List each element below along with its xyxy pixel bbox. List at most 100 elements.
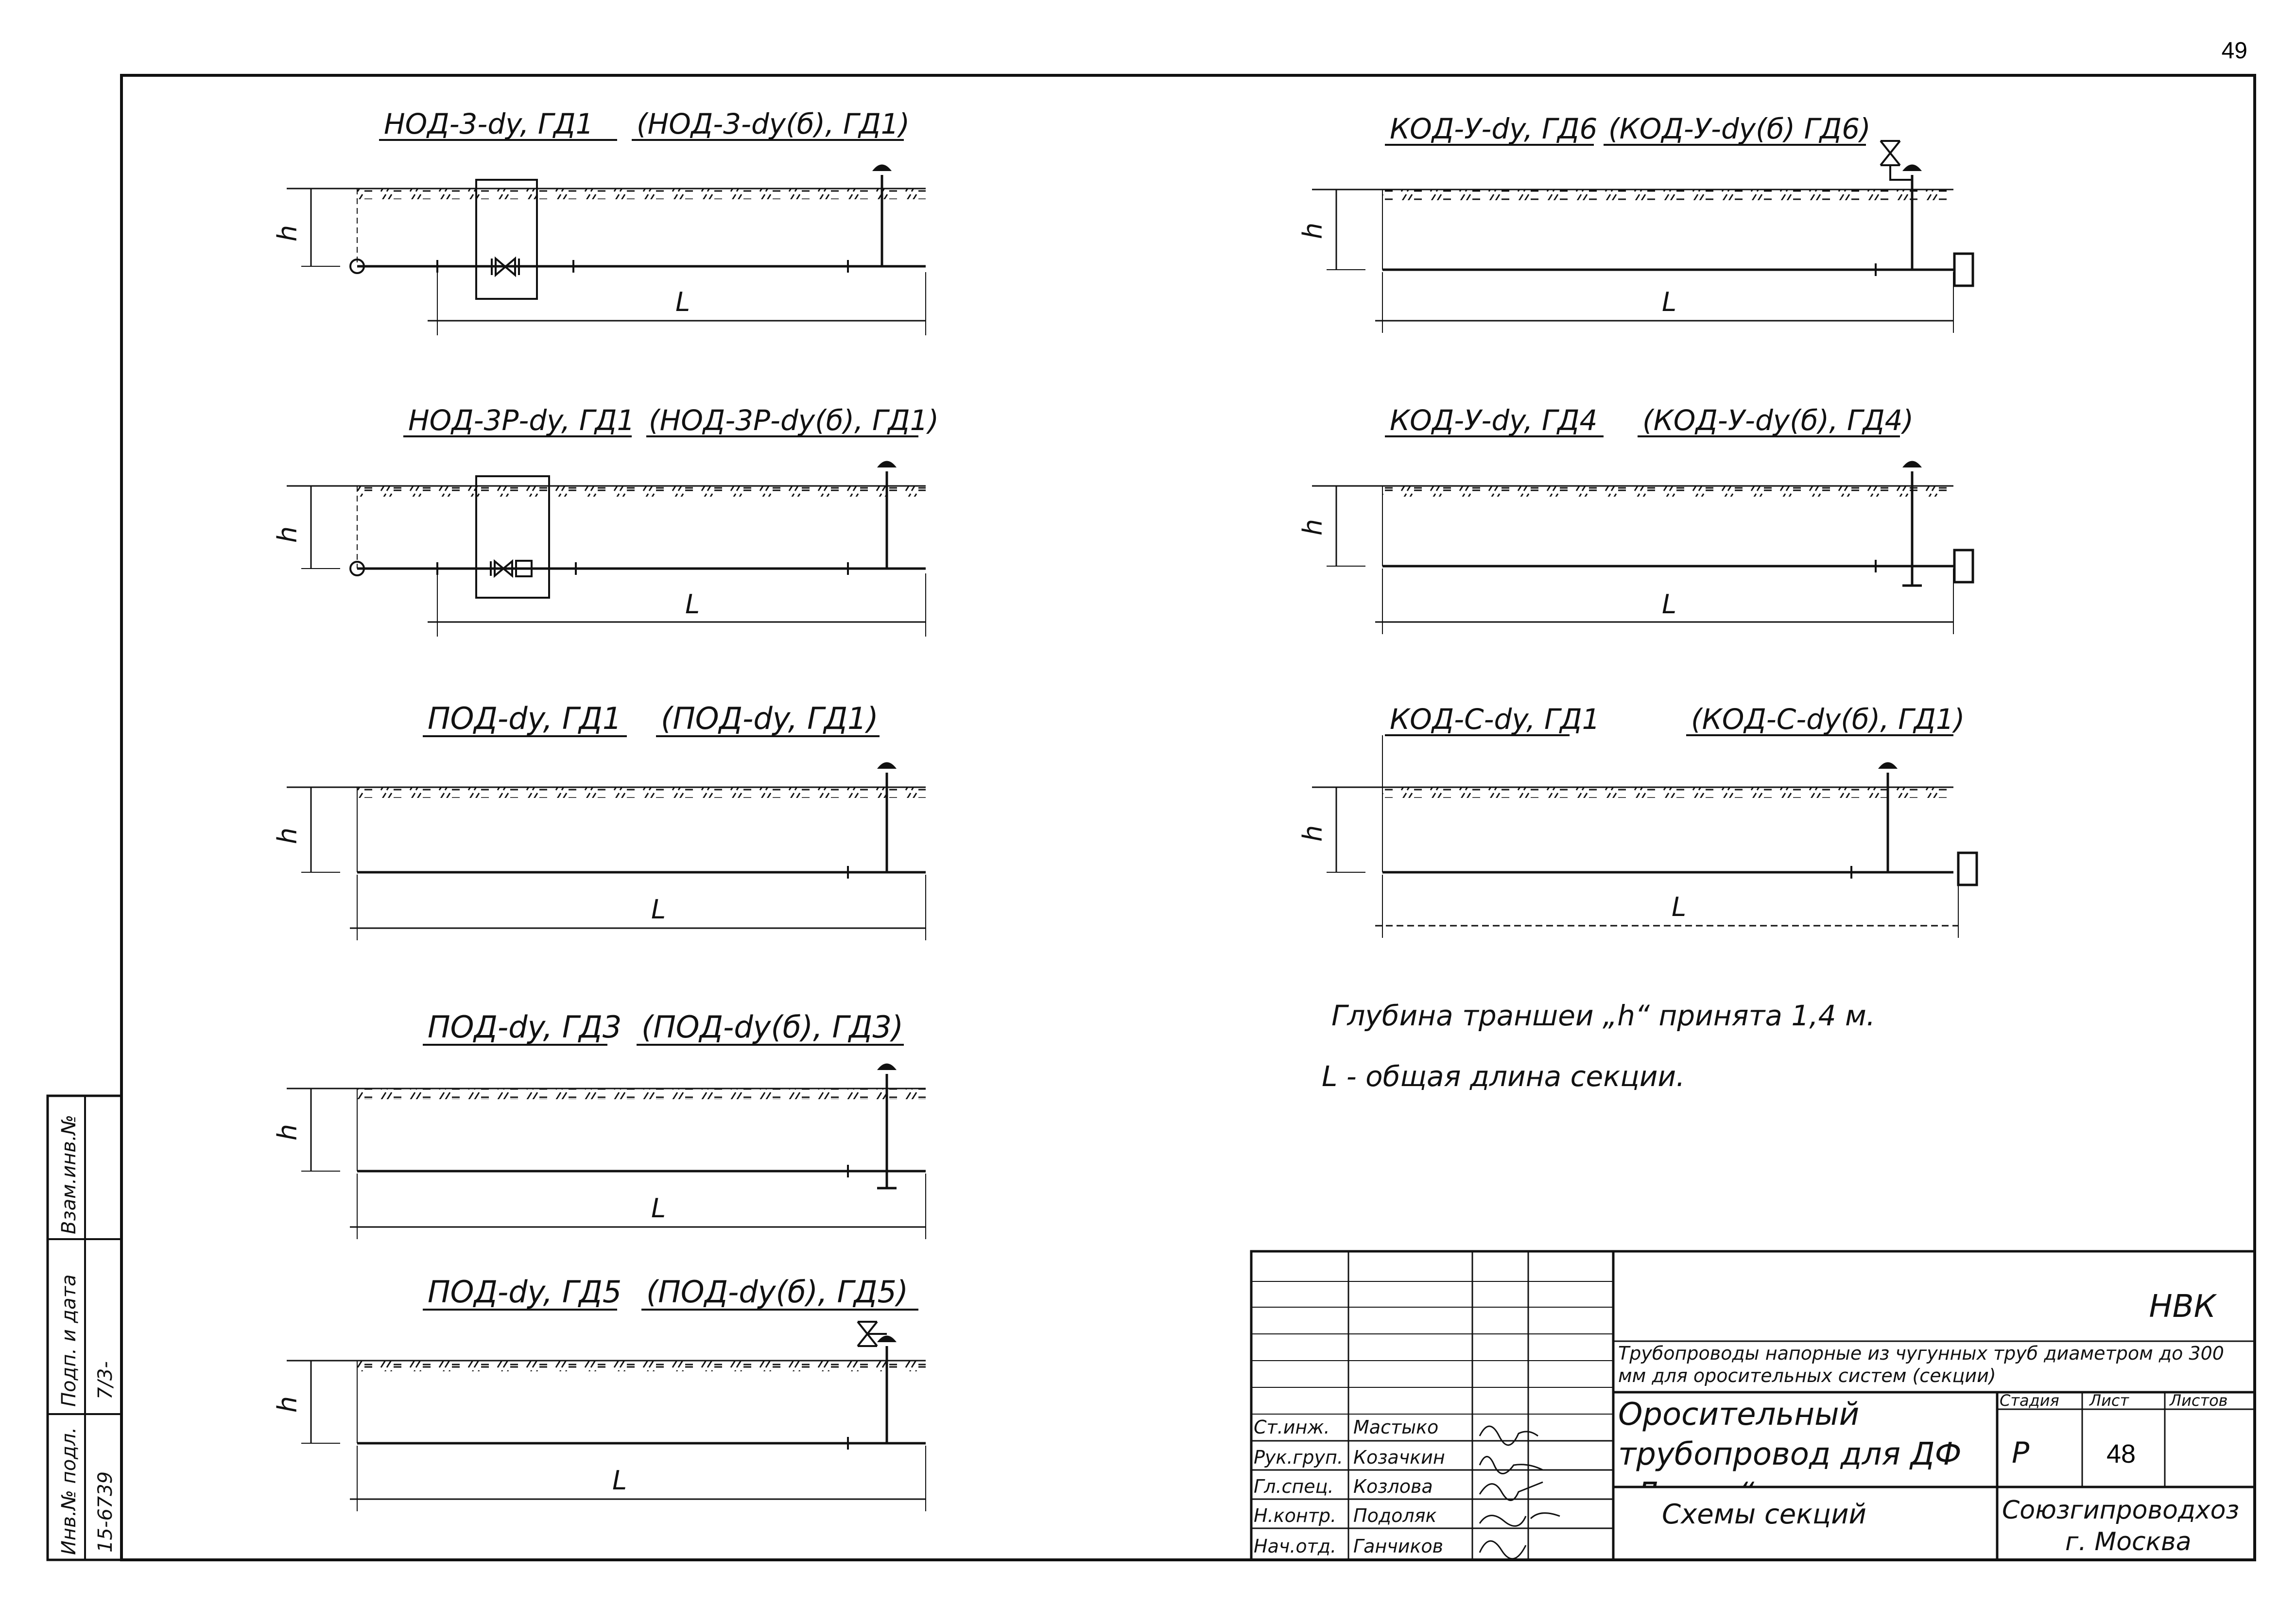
connection-node-icon (349, 561, 365, 576)
tb-city: г. Москва (2065, 1527, 2192, 1556)
gate-valve-icon (490, 559, 513, 578)
note-trench-depth: Глубина траншеи „h“ принята 1,4 м. (1331, 999, 1875, 1032)
section-alt-title: (КОД-У-dy(б) ГД6) (1608, 112, 1871, 145)
section-title: КОД-С-dy, ГД1 (1390, 703, 1600, 736)
section-kod-s-gd1: КОД-С-dy, ГД1 (КОД-С-dy(б), ГД1) h L (1297, 703, 1978, 938)
section-alt-title: (НОД-3-dy(б), ГД1) (637, 107, 910, 140)
section-alt-title: (КОД-У-dy(б), ГД4) (1642, 404, 1914, 437)
section-kod-u-gd6: КОД-У-dy, ГД6 (КОД-У-dy(б) ГД6) h L (1297, 112, 1974, 333)
section-alt-title: (НОД-3Р-dy(б), ГД1) (649, 404, 939, 437)
signature-scribble (1479, 1425, 1538, 1446)
title-block: НВК Трубопроводы напорные из чугунных тр… (1250, 1250, 2256, 1561)
sig-role: Рук.груп. (1254, 1447, 1343, 1468)
dim-l-label: L (1662, 287, 1676, 317)
ground-hatch (357, 1361, 926, 1371)
dim-h-label: h (272, 1124, 303, 1140)
hydrant-icon (877, 461, 897, 467)
tb-stage: Р (2012, 1436, 2030, 1470)
tb-sheets-header: Листов (2169, 1391, 2228, 1410)
tb-stage-header: Стадия (2000, 1391, 2059, 1410)
ground-hatch (357, 1089, 926, 1099)
section-pod-gd5: ПОД-dy, ГД5 (ПОД-dy(б), ГД5) h L (272, 1274, 926, 1511)
hydrant-icon (1902, 461, 1922, 467)
end-cap-icon (1953, 549, 1974, 584)
sig-role: Ст.инж. (1254, 1417, 1330, 1438)
tb-project: Оросительный трубопровод для ДФ „Днепр“ (1618, 1397, 1962, 1487)
section-title: ПОД-dy, ГД3 (428, 1009, 621, 1045)
signature-scribble (1479, 1540, 1527, 1560)
stamp-replace-label: Взам.инв.№ (58, 1115, 80, 1234)
section-kod-u-gd4: КОД-У-dy, ГД4 (КОД-У-dy(б), ГД4) h L (1297, 404, 1974, 634)
section-alt-title: (КОД-С-dy(б), ГД1) (1691, 703, 1965, 736)
page-number: 49 (2222, 38, 2247, 64)
ground-hatch (357, 189, 926, 199)
dim-h-label: h (1297, 825, 1328, 842)
dim-l-label: L (1672, 892, 1686, 922)
dim-l-label: L (685, 589, 700, 620)
well-chamber (475, 179, 538, 300)
ground-hatch (357, 787, 926, 798)
sig-name: Козачкин (1353, 1447, 1445, 1468)
hydrant-icon (877, 1063, 897, 1070)
tb-sheet-title: Схемы секций (1662, 1499, 1866, 1530)
section-pod-gd3: ПОД-dy, ГД3 (ПОД-dy(б), ГД3) h L (272, 1009, 926, 1239)
hydrant-icon (1902, 164, 1922, 171)
signature-scribble (1479, 1481, 1543, 1501)
dim-l-label: L (675, 287, 690, 317)
dim-l-label: L (612, 1465, 627, 1496)
tb-description: Трубопроводы напорные из чугунных труб д… (1618, 1343, 2224, 1386)
section-alt-title: (ПОД-dy, ГД1) (661, 701, 879, 736)
stamp-sign-value: 7/3- (94, 1361, 117, 1400)
sig-name: Ганчиков (1353, 1536, 1443, 1557)
section-title: КОД-У-dy, ГД4 (1390, 404, 1597, 437)
sig-role: Н.контр. (1254, 1505, 1336, 1526)
dim-l-label: L (651, 1193, 666, 1224)
section-title: КОД-У-dy, ГД6 (1390, 112, 1597, 145)
ground-hatch (1382, 787, 1953, 798)
tb-sheet: 48 (2106, 1439, 2136, 1469)
drawing-frame (120, 74, 2256, 1561)
dim-h-label: h (272, 828, 303, 844)
end-cap-icon (1953, 252, 1974, 287)
section-pod-gd1: ПОД-dy, ГД1 (ПОД-dy, ГД1) h L (272, 701, 926, 940)
sig-name: Подоляк (1353, 1505, 1436, 1526)
section-nod-3r: НОД-3Р-dy, ГД1 (НОД-3Р-dy(б), ГД1) h L (272, 404, 939, 637)
dim-h-label: h (1297, 223, 1328, 239)
sig-name: Мастыко (1353, 1417, 1438, 1438)
ground-hatch (357, 486, 926, 497)
section-title: НОД-3Р-dy, ГД1 (408, 404, 635, 437)
signature-scribble (1479, 1456, 1543, 1474)
end-cap-icon (1957, 851, 1978, 886)
dim-h-label: h (1297, 519, 1328, 536)
sig-role: Гл.спец. (1254, 1476, 1334, 1497)
dim-l-label: L (1662, 589, 1676, 620)
tb-code: НВК (2149, 1289, 2217, 1325)
dim-h-label: h (272, 225, 303, 242)
section-title: НОД-3-dy, ГД1 (384, 107, 593, 140)
regulator-icon (515, 560, 533, 577)
sig-name: Козлова (1353, 1476, 1433, 1497)
connection-node-icon (349, 259, 365, 274)
hydrant-icon (872, 164, 892, 171)
hydrant-icon (1878, 762, 1898, 769)
section-alt-title: (ПОД-dy(б), ГД3) (641, 1009, 903, 1045)
hydrant-icon (877, 1335, 897, 1342)
well-chamber (475, 475, 550, 599)
stamp-sign-label: Подп. и дата (58, 1275, 80, 1407)
tb-sheet-header: Лист (2089, 1391, 2129, 1410)
dim-h-label: h (272, 1396, 303, 1413)
side-stamp: Инв.№ подл. Подп. и дата Взам.инв.№ 15-6… (46, 1094, 123, 1561)
stamp-inv-value: 15-6739 (94, 1471, 117, 1553)
section-alt-title: (ПОД-dy(б), ГД5) (646, 1274, 908, 1310)
ground-hatch (1382, 486, 1953, 497)
note-section-length: L - общая длина секции. (1322, 1060, 1685, 1093)
air-valve-icon (1880, 140, 1912, 181)
tb-org: Союзгипроводхоз (2002, 1496, 2239, 1525)
section-nod-3: НОД-3-dy, ГД1 (НОД-3-dy(б), ГД1) h L (272, 107, 926, 335)
section-title: ПОД-dy, ГД1 (428, 701, 621, 736)
gate-valve-icon (491, 256, 520, 277)
section-title: ПОД-dy, ГД5 (428, 1274, 621, 1310)
stamp-inv-label: Инв.№ подл. (58, 1427, 80, 1555)
dim-l-label: L (651, 894, 666, 925)
